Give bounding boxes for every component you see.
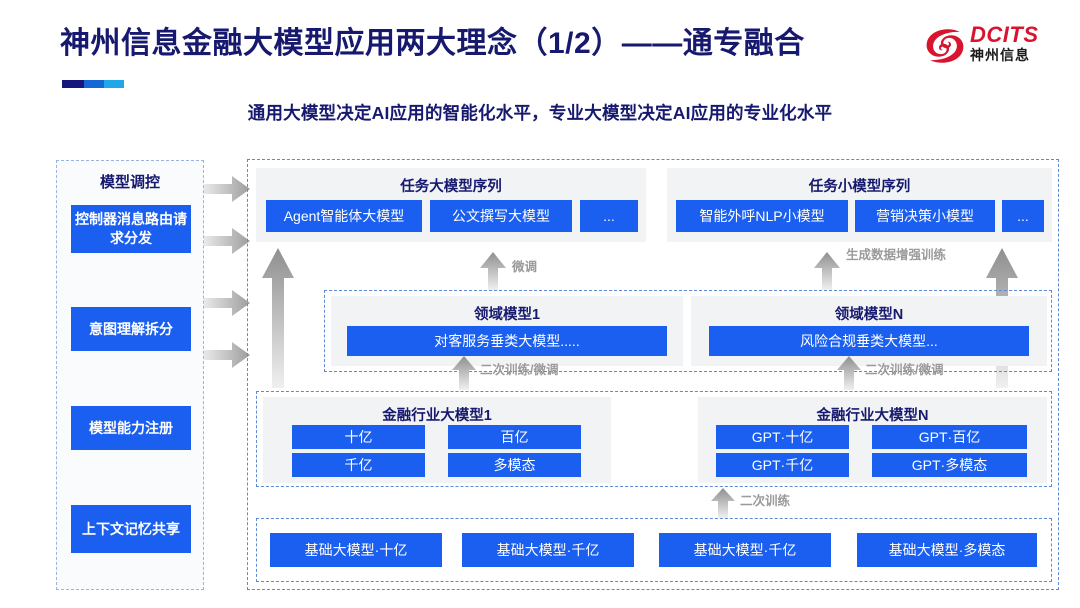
task-small-model-title: 任务小模型序列 — [808, 179, 911, 195]
domain-model-frame: 领域模型1 对客服务垂类大模型..... 领域模型N 风险合规垂类大模型... — [324, 290, 1052, 372]
chip-base-qianyi-1[interactable]: 基础大模型·千亿 — [462, 533, 634, 567]
label-data-augmentation: 生成数据增强训练 — [846, 248, 947, 262]
page-subtitle: 通用大模型决定AI应用的智能化水平，专业大模型决定AI应用的专业化水平 — [247, 103, 833, 123]
chip-base-qianyi-2[interactable]: 基础大模型·千亿 — [659, 533, 831, 567]
flow-arrow-up-retrain-finetune-left — [452, 356, 476, 390]
chip-indn-gpt-multimodal[interactable]: GPT·多模态 — [872, 453, 1027, 477]
flow-arrow-up-retrain-finetune-right — [837, 356, 861, 390]
domain-model-n-group: 领域模型N 风险合规垂类大模型... — [691, 296, 1047, 366]
chip-task-large-more[interactable]: ... — [580, 200, 638, 232]
label-retrain-finetune-left: 二次训练/微调 — [480, 363, 559, 377]
flow-arrow-up-long-left — [262, 248, 294, 388]
page-title: 神州信息金融大模型应用两大理念（1/2）——通专融合 — [60, 27, 805, 60]
flow-arrow-up-finetune — [480, 252, 506, 290]
chip-risk-compliance-vertical-model[interactable]: 风险合规垂类大模型... — [709, 326, 1029, 356]
chip-indn-gpt-qianyi[interactable]: GPT·千亿 — [716, 453, 849, 477]
domain-model-n-title: 领域模型N — [834, 307, 904, 323]
flow-arrow-right-4 — [204, 342, 250, 368]
chip-agent-large-model[interactable]: Agent智能体大模型 — [266, 200, 422, 232]
task-large-model-title: 任务大模型序列 — [400, 179, 502, 195]
sidebar-model-control: 模型调控 控制器消息路由请求分发 意图理解拆分 模型能力注册 上下文记忆共享 — [56, 160, 204, 590]
chip-ind1-qianyi[interactable]: 千亿 — [292, 453, 425, 477]
sidebar-item-intent[interactable]: 意图理解拆分 — [71, 307, 191, 351]
sidebar-item-context-memory[interactable]: 上下文记忆共享 — [71, 505, 191, 553]
domain-model-1-group: 领域模型1 对客服务垂类大模型..... — [331, 296, 683, 366]
industry-model-n-title: 金融行业大模型N — [816, 408, 929, 424]
chip-task-small-more[interactable]: ... — [1002, 200, 1044, 232]
chip-base-multimodal[interactable]: 基础大模型·多模态 — [857, 533, 1037, 567]
industry-model-1-group: 金融行业大模型1 十亿 百亿 千亿 多模态 — [263, 397, 611, 483]
chip-base-shiyi[interactable]: 基础大模型·十亿 — [270, 533, 442, 567]
flow-arrow-right-2 — [204, 228, 250, 254]
flow-arrow-up-retrain — [711, 488, 735, 518]
main-architecture-panel: 任务大模型序列 Agent智能体大模型 公文撰写大模型 ... 任务小模型序列 … — [247, 159, 1059, 590]
industry-model-1-title: 金融行业大模型1 — [382, 408, 492, 424]
industry-model-frame: 金融行业大模型1 十亿 百亿 千亿 多模态 金融行业大模型N GPT·十亿 GP… — [256, 391, 1052, 487]
label-fine-tune: 微调 — [512, 260, 538, 274]
chip-customer-service-vertical-model[interactable]: 对客服务垂类大模型..... — [347, 326, 667, 356]
chip-outbound-nlp-model[interactable]: 智能外呼NLP小模型 — [676, 200, 848, 232]
base-model-frame: 基础大模型·十亿 基础大模型·千亿 基础大模型·千亿 基础大模型·多模态 — [256, 518, 1052, 582]
chip-ind1-baiyi[interactable]: 百亿 — [448, 425, 581, 449]
domain-model-1-title: 领域模型1 — [473, 307, 541, 323]
task-small-model-group: 任务小模型序列 智能外呼NLP小模型 营销决策小模型 ... — [667, 168, 1052, 242]
logo-brand-en: DCITS — [970, 22, 1039, 47]
chip-ind1-shiyi[interactable]: 十亿 — [292, 425, 425, 449]
flow-arrow-right-1 — [204, 176, 250, 202]
sidebar-item-router[interactable]: 控制器消息路由请求分发 — [71, 205, 191, 253]
label-retrain: 二次训练 — [740, 494, 791, 508]
chip-ind1-multimodal[interactable]: 多模态 — [448, 453, 581, 477]
sidebar-title: 模型调控 — [99, 174, 160, 191]
flow-arrow-up-data-aug — [814, 252, 840, 290]
chip-indn-gpt-shiyi[interactable]: GPT·十亿 — [716, 425, 849, 449]
dcits-logo: DCITS 神州信息 — [924, 22, 1064, 74]
dcits-swirl-icon — [926, 29, 964, 63]
flow-arrow-right-3 — [204, 290, 250, 316]
industry-model-n-group: 金融行业大模型N GPT·十亿 GPT·百亿 GPT·千亿 GPT·多模态 — [698, 397, 1047, 483]
label-retrain-finetune-right: 二次训练/微调 — [865, 363, 944, 377]
chip-official-doc-model[interactable]: 公文撰写大模型 — [430, 200, 572, 232]
title-underline-rule — [62, 80, 124, 88]
chip-marketing-decision-model[interactable]: 营销决策小模型 — [855, 200, 995, 232]
task-large-model-group: 任务大模型序列 Agent智能体大模型 公文撰写大模型 ... — [256, 168, 646, 242]
sidebar-item-capability-registry[interactable]: 模型能力注册 — [71, 406, 191, 450]
chip-indn-gpt-baiyi[interactable]: GPT·百亿 — [872, 425, 1027, 449]
logo-brand-cn: 神州信息 — [970, 47, 1030, 63]
